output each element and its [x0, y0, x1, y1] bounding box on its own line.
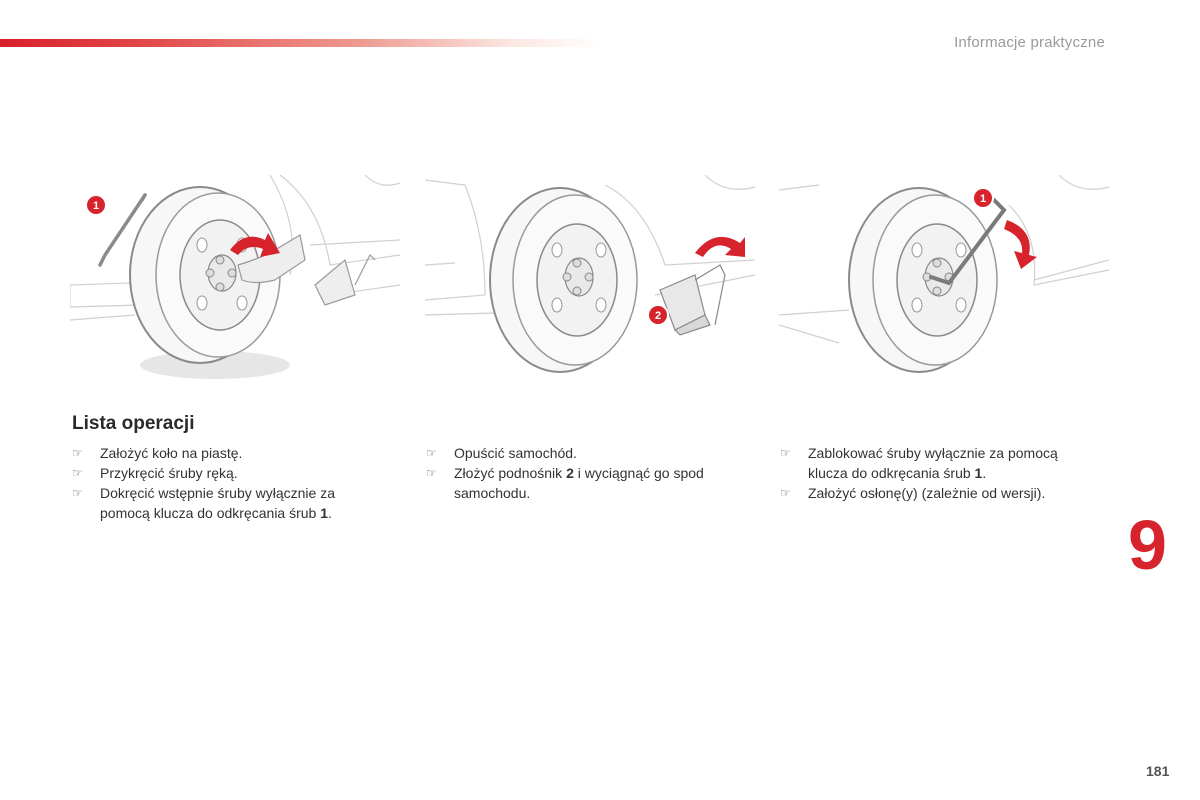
instructions-column-1: ☞Założyć koło na piastę. ☞Przykręcić śru…: [72, 443, 372, 523]
svg-text:1: 1: [93, 200, 99, 212]
spare-wheel-icon: [489, 187, 638, 373]
list-heading: Lista operacji: [72, 413, 195, 434]
wheel-fitting-illustration: 1: [70, 174, 400, 379]
pointing-hand-icon: ☞: [780, 486, 791, 500]
callout-badge: 1: [972, 187, 994, 209]
pointing-hand-icon: ☞: [426, 466, 437, 480]
section-title: Informacje praktyczne: [954, 34, 1105, 51]
tighten-bolts-illustration: 1: [779, 174, 1109, 373]
lower-car-illustration: 2: [425, 174, 755, 373]
instructions-column-2: ☞Opuścić samochód. ☞Złożyć podnośnik 2 i…: [426, 443, 726, 503]
hand-icon: [237, 234, 306, 284]
list-item: ☞Przykręcić śruby ręką.: [72, 465, 238, 481]
list-item: ☞Założyć osłonę(y) (zależnie od wersji).: [780, 485, 1046, 501]
list-item: ☞Zablokować śruby wyłącznie za pomocą kl…: [780, 445, 1058, 481]
jack-icon: [659, 264, 726, 336]
page-number: 181: [1146, 763, 1170, 779]
callout-badge: 2: [647, 304, 669, 326]
rotation-arrow-icon: [695, 236, 745, 257]
pointing-hand-icon: ☞: [426, 446, 437, 460]
pointing-hand-icon: ☞: [780, 446, 791, 460]
spare-wheel-icon: [848, 187, 998, 373]
illustration-tighten-bolts: 1: [779, 165, 1109, 385]
pointing-hand-icon: ☞: [72, 466, 83, 480]
instructions-column-3: ☞Zablokować śruby wyłącznie za pomocą kl…: [780, 443, 1080, 503]
list-item: ☞Dokręcić wstępnie śruby wyłącznie za po…: [72, 485, 335, 521]
chapter-color-bar: [0, 39, 600, 47]
svg-text:1: 1: [980, 193, 986, 205]
rotation-arrow-icon: [1004, 220, 1037, 269]
pointing-hand-icon: ☞: [72, 446, 83, 460]
illustration-fit-wheel: 1: [70, 165, 400, 385]
chapter-number: 9: [1128, 506, 1167, 584]
list-item: ☞Założyć koło na piastę.: [72, 445, 243, 461]
rotation-arrow-icon: [230, 233, 280, 257]
wheel-brace-icon: [929, 198, 1007, 286]
list-item: ☞Opuścić samochód.: [426, 445, 577, 461]
wheel-brace-icon: [98, 193, 147, 267]
svg-text:2: 2: [655, 310, 661, 322]
jack-icon: [314, 253, 376, 306]
illustration-lower-car: 2: [425, 165, 755, 385]
pointing-hand-icon: ☞: [72, 486, 83, 500]
list-item: ☞Złożyć podnośnik 2 i wyciągnąć go spod …: [426, 465, 704, 501]
callout-badge: 1: [85, 194, 107, 216]
